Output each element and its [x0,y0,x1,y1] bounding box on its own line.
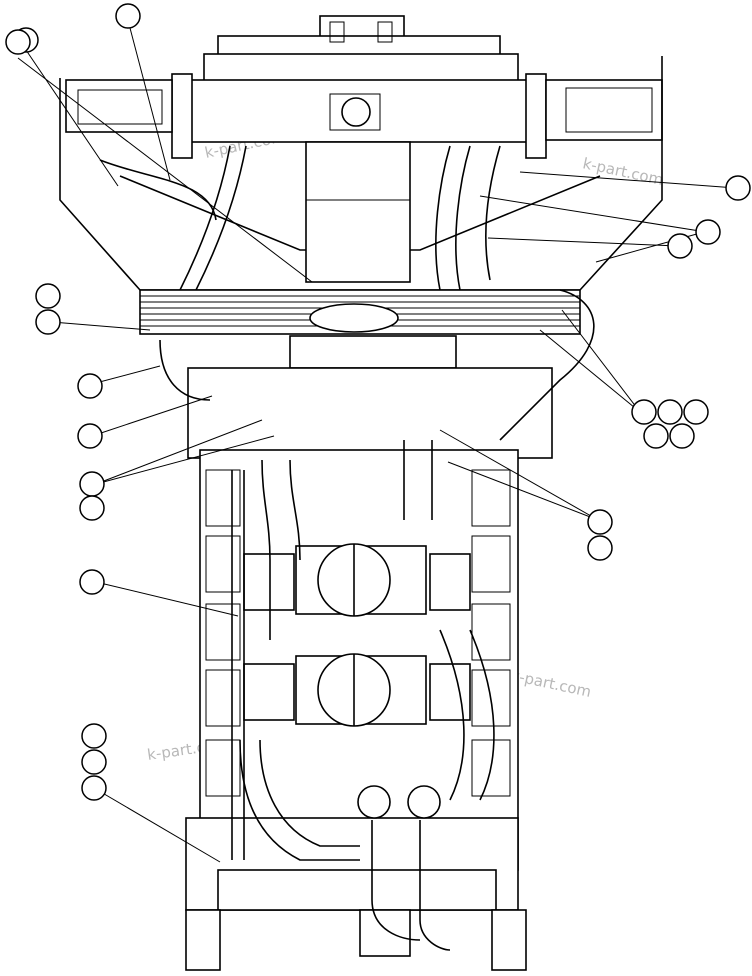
callout-circle [81,775,107,801]
callout-circle [667,233,693,259]
callout-circle [81,749,107,775]
callout-circle [115,3,141,29]
callout-circle [669,423,695,449]
leader-lines [17,27,737,863]
callout-circle [79,471,105,497]
watermark-top-right: k-part.com [581,154,665,189]
callout-circle [81,723,107,749]
callout-circle [657,399,683,425]
callout-circles [5,3,751,801]
gauges [357,785,441,819]
callout-circle [683,399,709,425]
callout-circle [35,309,61,335]
callout-circle [35,283,61,309]
callout-circle [695,219,721,245]
watermark-mid-right: k-part.com [509,666,593,701]
callout-circle [725,175,751,201]
callout-circle [79,569,105,595]
callout-circle [5,29,31,55]
callout-circle [587,509,613,535]
radiator-assembly [59,141,663,369]
callout-circle [587,535,613,561]
turbochargers [243,543,471,727]
callout-circle [79,495,105,521]
top-housing [59,15,663,160]
callout-circle [77,373,103,399]
pipes [99,145,595,951]
callout-circle [643,423,669,449]
callout-circle [631,399,657,425]
callout-circle [77,423,103,449]
